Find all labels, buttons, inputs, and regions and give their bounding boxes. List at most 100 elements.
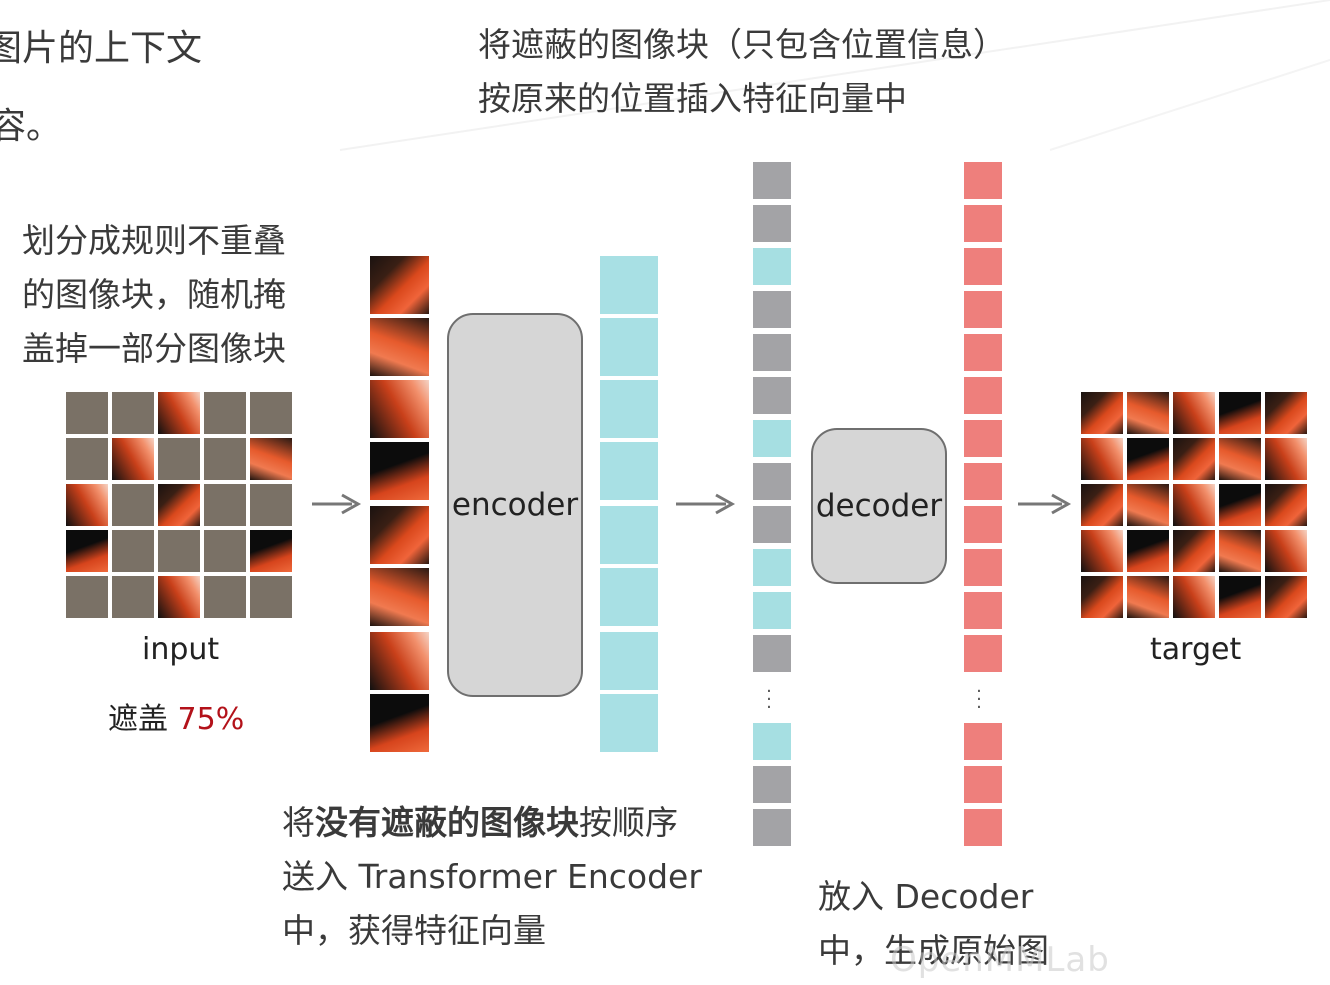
sequence-token (753, 635, 791, 672)
step1-text-line1: 划分成规则不重叠 (22, 221, 286, 260)
top-left-text-line2: 容。 (0, 106, 63, 147)
sequence-token (753, 205, 791, 242)
masked-patch (112, 484, 154, 526)
decoded-token (964, 377, 1002, 414)
target-patch (1127, 392, 1169, 434)
decoded-token (964, 420, 1002, 457)
encoded-token (600, 694, 658, 752)
target-patch (1265, 484, 1307, 526)
encoded-token (600, 568, 658, 626)
step1-text-line2: 的图像块，随机掩 (22, 275, 286, 314)
sequence-token (753, 334, 791, 371)
visible-patch (370, 568, 429, 626)
target-patch (1081, 530, 1123, 572)
sequence-token (753, 723, 791, 760)
target-patch (1173, 530, 1215, 572)
visible-patch (370, 632, 429, 690)
masked-patch (250, 484, 292, 526)
encoded-token (600, 380, 658, 438)
target-image-grid (1081, 392, 1307, 618)
watermark-logo: OpenMMLab (890, 940, 1110, 980)
bottom-right-text-line2: 中，生成原始图 (818, 931, 1049, 970)
visible-patch (370, 694, 429, 752)
visible-patch (370, 380, 429, 438)
sequence-token (753, 592, 791, 629)
decoded-token (964, 549, 1002, 586)
target-patch (1219, 576, 1261, 618)
target-patch (1265, 392, 1307, 434)
encoded-token (600, 442, 658, 500)
bottom-left-suffix: 按顺序 (579, 803, 678, 842)
decoded-token (964, 334, 1002, 371)
ellipsis-dots: ··· (976, 681, 982, 718)
target-patch (1219, 484, 1261, 526)
decoded-token (964, 766, 1002, 803)
masked-patch (204, 438, 246, 480)
target-patch (1265, 576, 1307, 618)
encoded-token (600, 256, 658, 314)
encoded-token (600, 506, 658, 564)
decoded-token (964, 723, 1002, 760)
masked-patch (250, 576, 292, 618)
decoded-token (964, 291, 1002, 328)
bottom-left-text-line2: 送入 Transformer Encoder (282, 857, 702, 896)
masked-patch (204, 576, 246, 618)
visible-patch (250, 438, 292, 480)
target-patch (1173, 392, 1215, 434)
sequence-token (753, 766, 791, 803)
sequence-token (753, 463, 791, 500)
target-patch (1081, 438, 1123, 480)
target-patch (1265, 438, 1307, 480)
masked-patch (250, 392, 292, 434)
mask-ratio-label: 遮盖 75% (108, 694, 244, 738)
bottom-left-text-line1: 将没有遮蔽的图像块按顺序 (282, 796, 678, 850)
visible-patch (370, 442, 429, 500)
target-patch (1081, 576, 1123, 618)
encoded-token (600, 318, 658, 376)
masked-patch (204, 530, 246, 572)
sequence-token (753, 506, 791, 543)
arrow-icon (1018, 493, 1072, 515)
visible-patch (370, 506, 429, 564)
sequence-token (753, 248, 791, 285)
target-patch (1173, 484, 1215, 526)
bottom-right-text-line1: 放入 Decoder (818, 877, 1034, 916)
decoded-token (964, 162, 1002, 199)
top-right-text-line1: 将遮蔽的图像块（只包含位置信息） (478, 25, 1006, 64)
target-label: target (1150, 632, 1242, 667)
decoder-label: decoder (815, 488, 943, 524)
visible-patch (158, 484, 200, 526)
masked-patch (204, 392, 246, 434)
arrow-icon (312, 493, 362, 515)
sequence-token (753, 162, 791, 199)
visible-patch (66, 530, 108, 572)
decoded-token (964, 205, 1002, 242)
target-patch (1127, 438, 1169, 480)
visible-patch (250, 530, 292, 572)
visible-patch (370, 256, 429, 314)
masked-patch (66, 392, 108, 434)
masked-patch (158, 438, 200, 480)
visible-patch (112, 438, 154, 480)
bottom-left-bold: 没有遮蔽的图像块 (315, 803, 579, 842)
sequence-token (753, 377, 791, 414)
target-patch (1127, 530, 1169, 572)
decoder-block: decoder (811, 428, 947, 584)
target-patch (1081, 392, 1123, 434)
encoder-label: encoder (451, 487, 579, 523)
mask-ratio-value: 75% (177, 702, 245, 737)
masked-patch (158, 530, 200, 572)
input-label: input (142, 632, 220, 667)
target-patch (1081, 484, 1123, 526)
sequence-token (753, 291, 791, 328)
decoded-token (964, 809, 1002, 846)
sequence-token (753, 549, 791, 586)
target-patch (1127, 484, 1169, 526)
decoded-token (964, 506, 1002, 543)
top-left-text-line1: 图片的上下文 (0, 28, 203, 69)
sequence-token (753, 809, 791, 846)
visible-patch (158, 576, 200, 618)
mask-ratio-prefix: 遮盖 (108, 702, 178, 737)
target-patch (1265, 530, 1307, 572)
